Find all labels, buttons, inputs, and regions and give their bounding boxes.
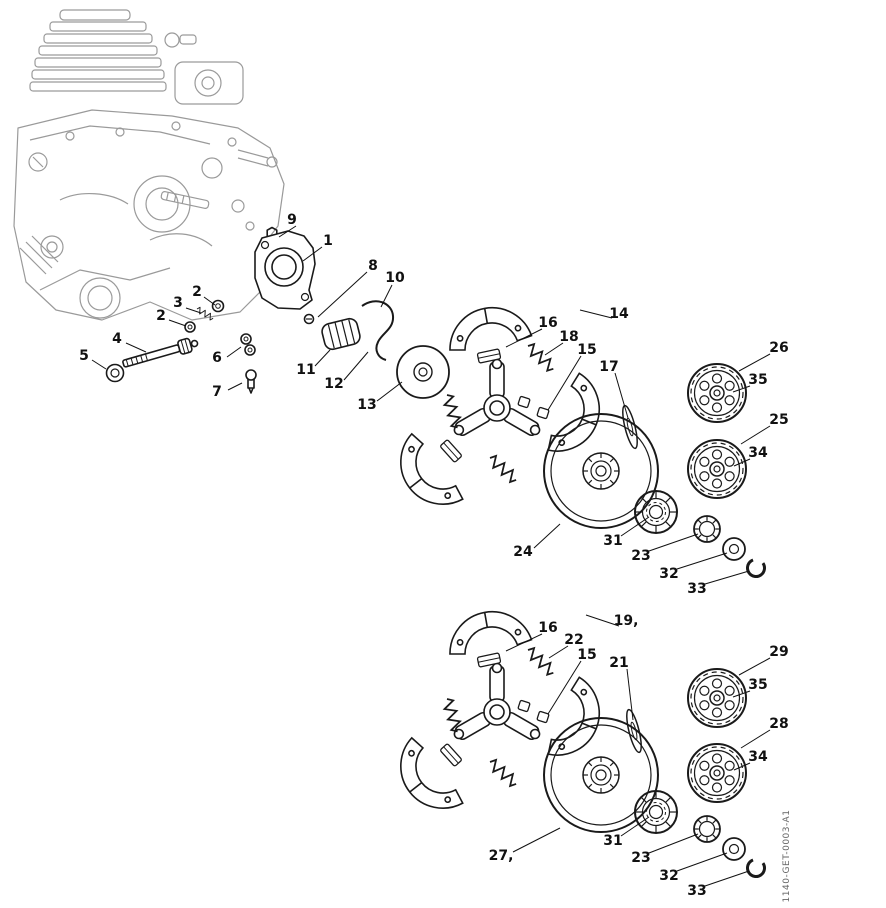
part-label-27: 27, [488, 848, 514, 864]
washer-part-2b [184, 321, 196, 333]
part-label-13: 13 [357, 397, 377, 413]
part-label-23b: 23 [631, 850, 651, 866]
part-label-10: 10 [385, 270, 405, 286]
part-label-28: 28 [769, 716, 789, 732]
clutch-assembly-bottom [383, 604, 645, 826]
screw-part-8 [303, 313, 315, 325]
valve-part-7 [245, 369, 257, 394]
part-label-23a: 23 [631, 548, 651, 564]
part-label-17: 17 [599, 359, 619, 375]
disc-part-13 [396, 345, 450, 399]
washer-part-2a [211, 299, 225, 313]
part-label-32b: 32 [659, 868, 679, 884]
part-label-14: 14 [609, 306, 629, 322]
part-label-11: 11 [296, 362, 316, 378]
clutch-drum-group-top [543, 363, 770, 582]
part-label-35b: 35 [748, 677, 768, 693]
spring-clip-part-12 [361, 300, 395, 361]
part-label-18: 18 [559, 329, 579, 345]
part-label-26: 26 [769, 340, 789, 356]
part-label-25: 25 [769, 412, 789, 428]
part-label-3: 3 [173, 295, 183, 311]
part-label-16a: 16 [538, 315, 558, 331]
engine-assembly-ghost [13, 9, 285, 321]
part-label-7: 7 [212, 384, 222, 400]
part-label-19: 19, [613, 613, 639, 629]
part-label-33b: 33 [687, 883, 707, 899]
worm-shaft-part-4 [122, 337, 199, 368]
part-label-34a: 34 [748, 445, 768, 461]
part-label-1: 1 [323, 233, 333, 249]
part-label-5: 5 [79, 348, 89, 364]
part-label-31b: 31 [603, 833, 623, 849]
part-label-35a: 35 [748, 372, 768, 388]
oil-pump-housing [254, 230, 316, 310]
part-label-31a: 31 [603, 533, 623, 549]
part-label-6: 6 [212, 350, 222, 366]
part-label-15a: 15 [577, 342, 597, 358]
part-label-2b: 2 [156, 308, 166, 324]
document-code: 1140-GET-0003-A1 [782, 809, 792, 903]
part-label-4: 4 [112, 331, 122, 347]
part-label-16b: 16 [538, 620, 558, 636]
clutch-drum-group-bottom [543, 668, 770, 882]
part-label-32a: 32 [659, 566, 679, 582]
part-label-24: 24 [513, 544, 533, 560]
part-label-15b: 15 [577, 647, 597, 663]
part-label-21: 21 [609, 655, 629, 671]
part-label-22: 22 [564, 632, 584, 648]
part-label-33a: 33 [687, 581, 707, 597]
part-label-12: 12 [324, 376, 344, 392]
leader-lines [91, 225, 771, 887]
part-label-34b: 34 [748, 749, 768, 765]
oil-pump-parts [105, 226, 450, 399]
part-label-2a: 2 [192, 284, 202, 300]
part-label-8: 8 [368, 258, 378, 274]
clutch-assembly-top [383, 300, 641, 522]
washer-part-6a [240, 333, 252, 345]
part-label-9: 9 [287, 212, 297, 228]
worm-gear-part-11 [321, 317, 361, 351]
bushing-part-5 [105, 363, 125, 383]
part-label-29: 29 [769, 644, 789, 660]
washer-part-6b [244, 344, 256, 356]
